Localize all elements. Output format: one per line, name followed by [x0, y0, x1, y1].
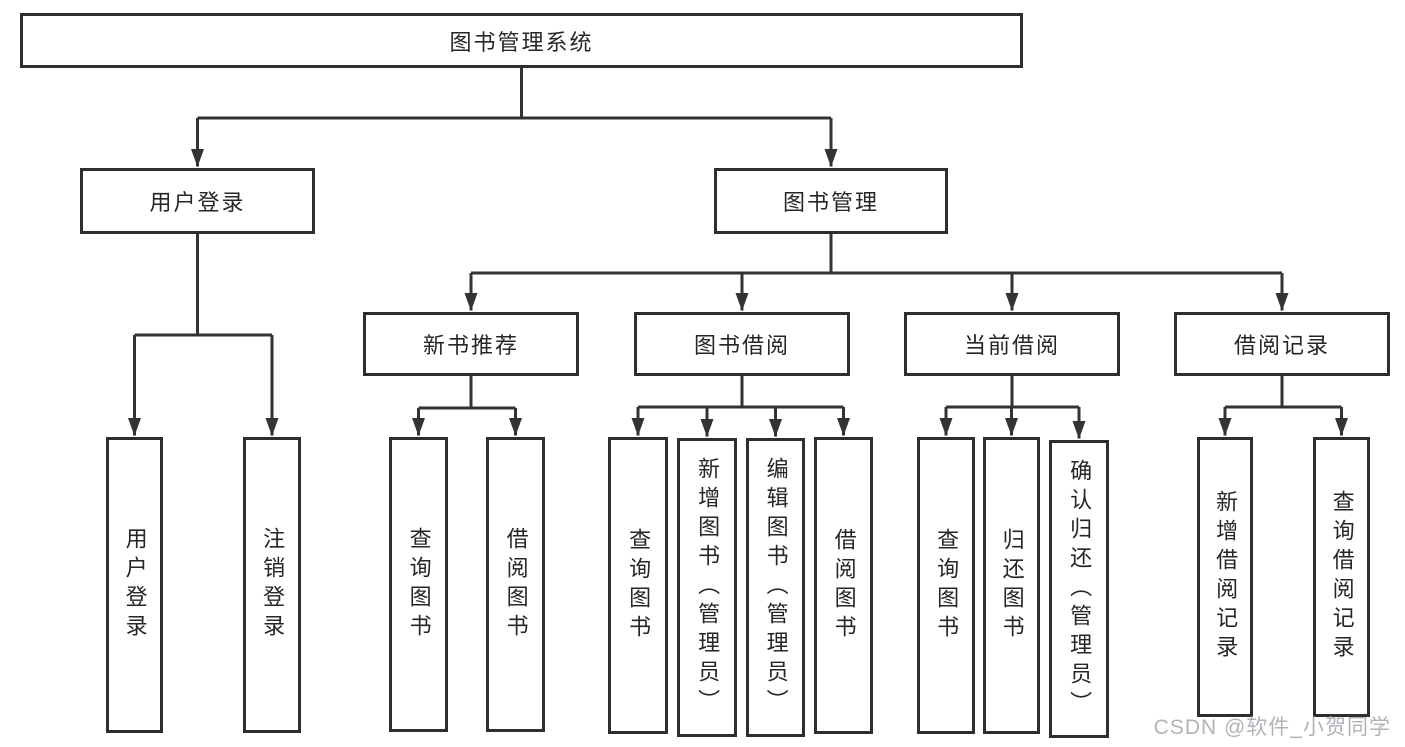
node-logout-leaf: 注销登录	[243, 437, 301, 733]
node-confirm-return-admin: 确认归还（管理员）	[1049, 440, 1109, 738]
node-new-book-recommend: 新书推荐	[363, 312, 579, 376]
node-user-login: 用户登录	[80, 168, 315, 234]
node-book-management: 图书管理	[714, 168, 948, 234]
node-recommend-query-books-label: 查询图书	[406, 526, 432, 643]
csdn-watermark: CSDN @软件_小贺同学	[1153, 716, 1391, 739]
node-recommend-borrow-books: 借阅图书	[486, 437, 545, 732]
node-borrow-records: 借阅记录	[1174, 312, 1390, 376]
node-add-borrow-record-label: 新增借阅记录	[1213, 490, 1239, 664]
node-add-book-admin-label: 新增图书（管理员）	[695, 457, 721, 718]
node-return-book: 归还图书	[983, 437, 1040, 734]
node-borrow-query-books: 查询图书	[608, 437, 668, 734]
node-query-borrow-record: 查询借阅记录	[1313, 437, 1370, 717]
node-user-login-leaf: 用户登录	[106, 437, 163, 733]
node-add-book-admin: 新增图书（管理员）	[677, 438, 737, 737]
node-edit-book-admin: 编辑图书（管理员）	[746, 438, 805, 737]
node-logout-leaf-label: 注销登录	[260, 527, 286, 643]
node-recommend-borrow-books-label: 借阅图书	[503, 526, 529, 643]
node-user-login-leaf-label: 用户登录	[122, 527, 148, 643]
node-current-borrow: 当前借阅	[904, 312, 1120, 376]
node-borrow-books-leaf-label: 借阅图书	[831, 527, 857, 644]
node-query-borrow-record-label: 查询借阅记录	[1329, 490, 1355, 664]
node-book-borrow: 图书借阅	[634, 312, 850, 376]
node-return-book-label: 归还图书	[999, 527, 1025, 644]
node-borrow-books-leaf: 借阅图书	[814, 437, 873, 734]
node-library-system: 图书管理系统	[20, 13, 1023, 68]
node-edit-book-admin-label: 编辑图书（管理员）	[763, 457, 789, 718]
node-current-query-books: 查询图书	[917, 437, 975, 734]
node-add-borrow-record: 新增借阅记录	[1197, 437, 1253, 717]
node-recommend-query-books: 查询图书	[389, 437, 448, 732]
node-confirm-return-admin-label: 确认归还（管理员）	[1067, 458, 1093, 720]
node-current-query-books-label: 查询图书	[934, 527, 960, 644]
node-borrow-query-books-label: 查询图书	[626, 527, 652, 644]
